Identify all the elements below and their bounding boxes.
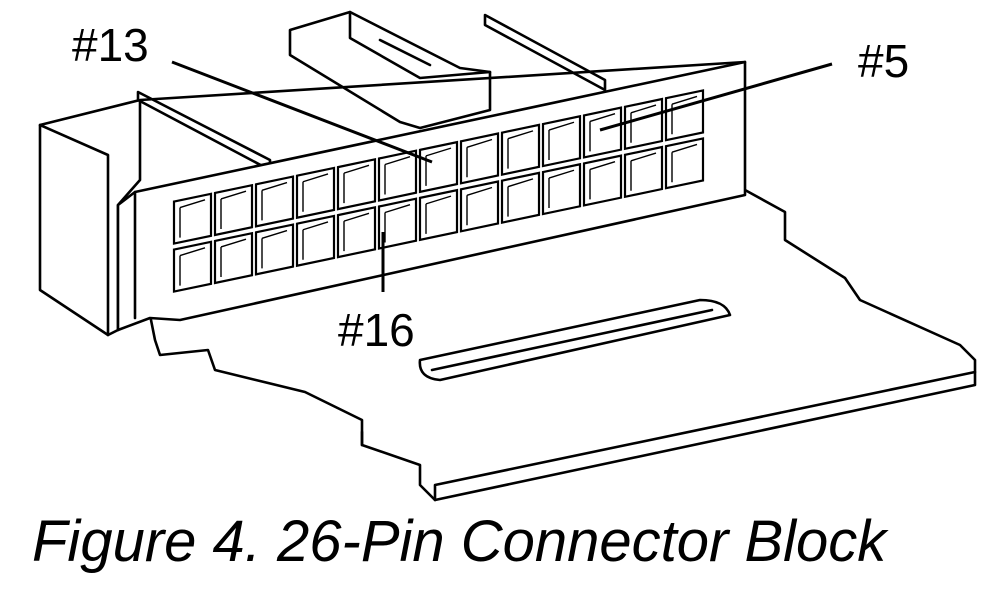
pin-cavity-inner — [630, 152, 657, 191]
pin-cavity-inner — [589, 160, 616, 200]
pin-cavity-inner — [261, 181, 288, 221]
pin-cavity-inner — [343, 164, 370, 204]
leader-pin-5 — [599, 62, 833, 132]
pin-cavity-inner — [548, 121, 575, 161]
pin-cavity-inner — [384, 156, 411, 195]
pin-cavity-inner — [384, 204, 411, 243]
callout-pin-16: #16 — [338, 304, 415, 356]
pin-cavity-inner — [507, 178, 534, 217]
pin-cavity-inner — [466, 138, 493, 178]
pin-cavity-inner — [220, 190, 247, 229]
pin-cavity-inner — [179, 199, 206, 238]
pin-cavity-inner — [425, 195, 452, 234]
pin-cavity-inner — [671, 143, 698, 183]
pin-cavity-grid — [172, 89, 705, 293]
pin-cavity-inner — [589, 112, 616, 152]
callout-pin-5: #5 — [858, 35, 910, 87]
pin-cavity-inner — [220, 238, 247, 277]
callout-pin-13: #13 — [72, 19, 149, 71]
pin-cavity-inner — [261, 229, 288, 269]
pin-cavity-inner — [302, 221, 329, 260]
mounting-plate — [148, 188, 977, 502]
pin-cavity-inner — [343, 212, 370, 252]
pin-cavity-inner — [507, 130, 534, 169]
figure-caption: Figure 4. 26-Pin Connector Block — [32, 509, 887, 574]
pin-cavity-inner — [630, 104, 657, 143]
pin-cavity-inner — [466, 186, 493, 226]
latch — [288, 10, 492, 130]
pin-cavity-inner — [548, 169, 575, 209]
leader-pin-13 — [171, 60, 433, 164]
pin-cavity-inner — [302, 173, 329, 212]
pin-cavity-inner — [179, 247, 206, 286]
